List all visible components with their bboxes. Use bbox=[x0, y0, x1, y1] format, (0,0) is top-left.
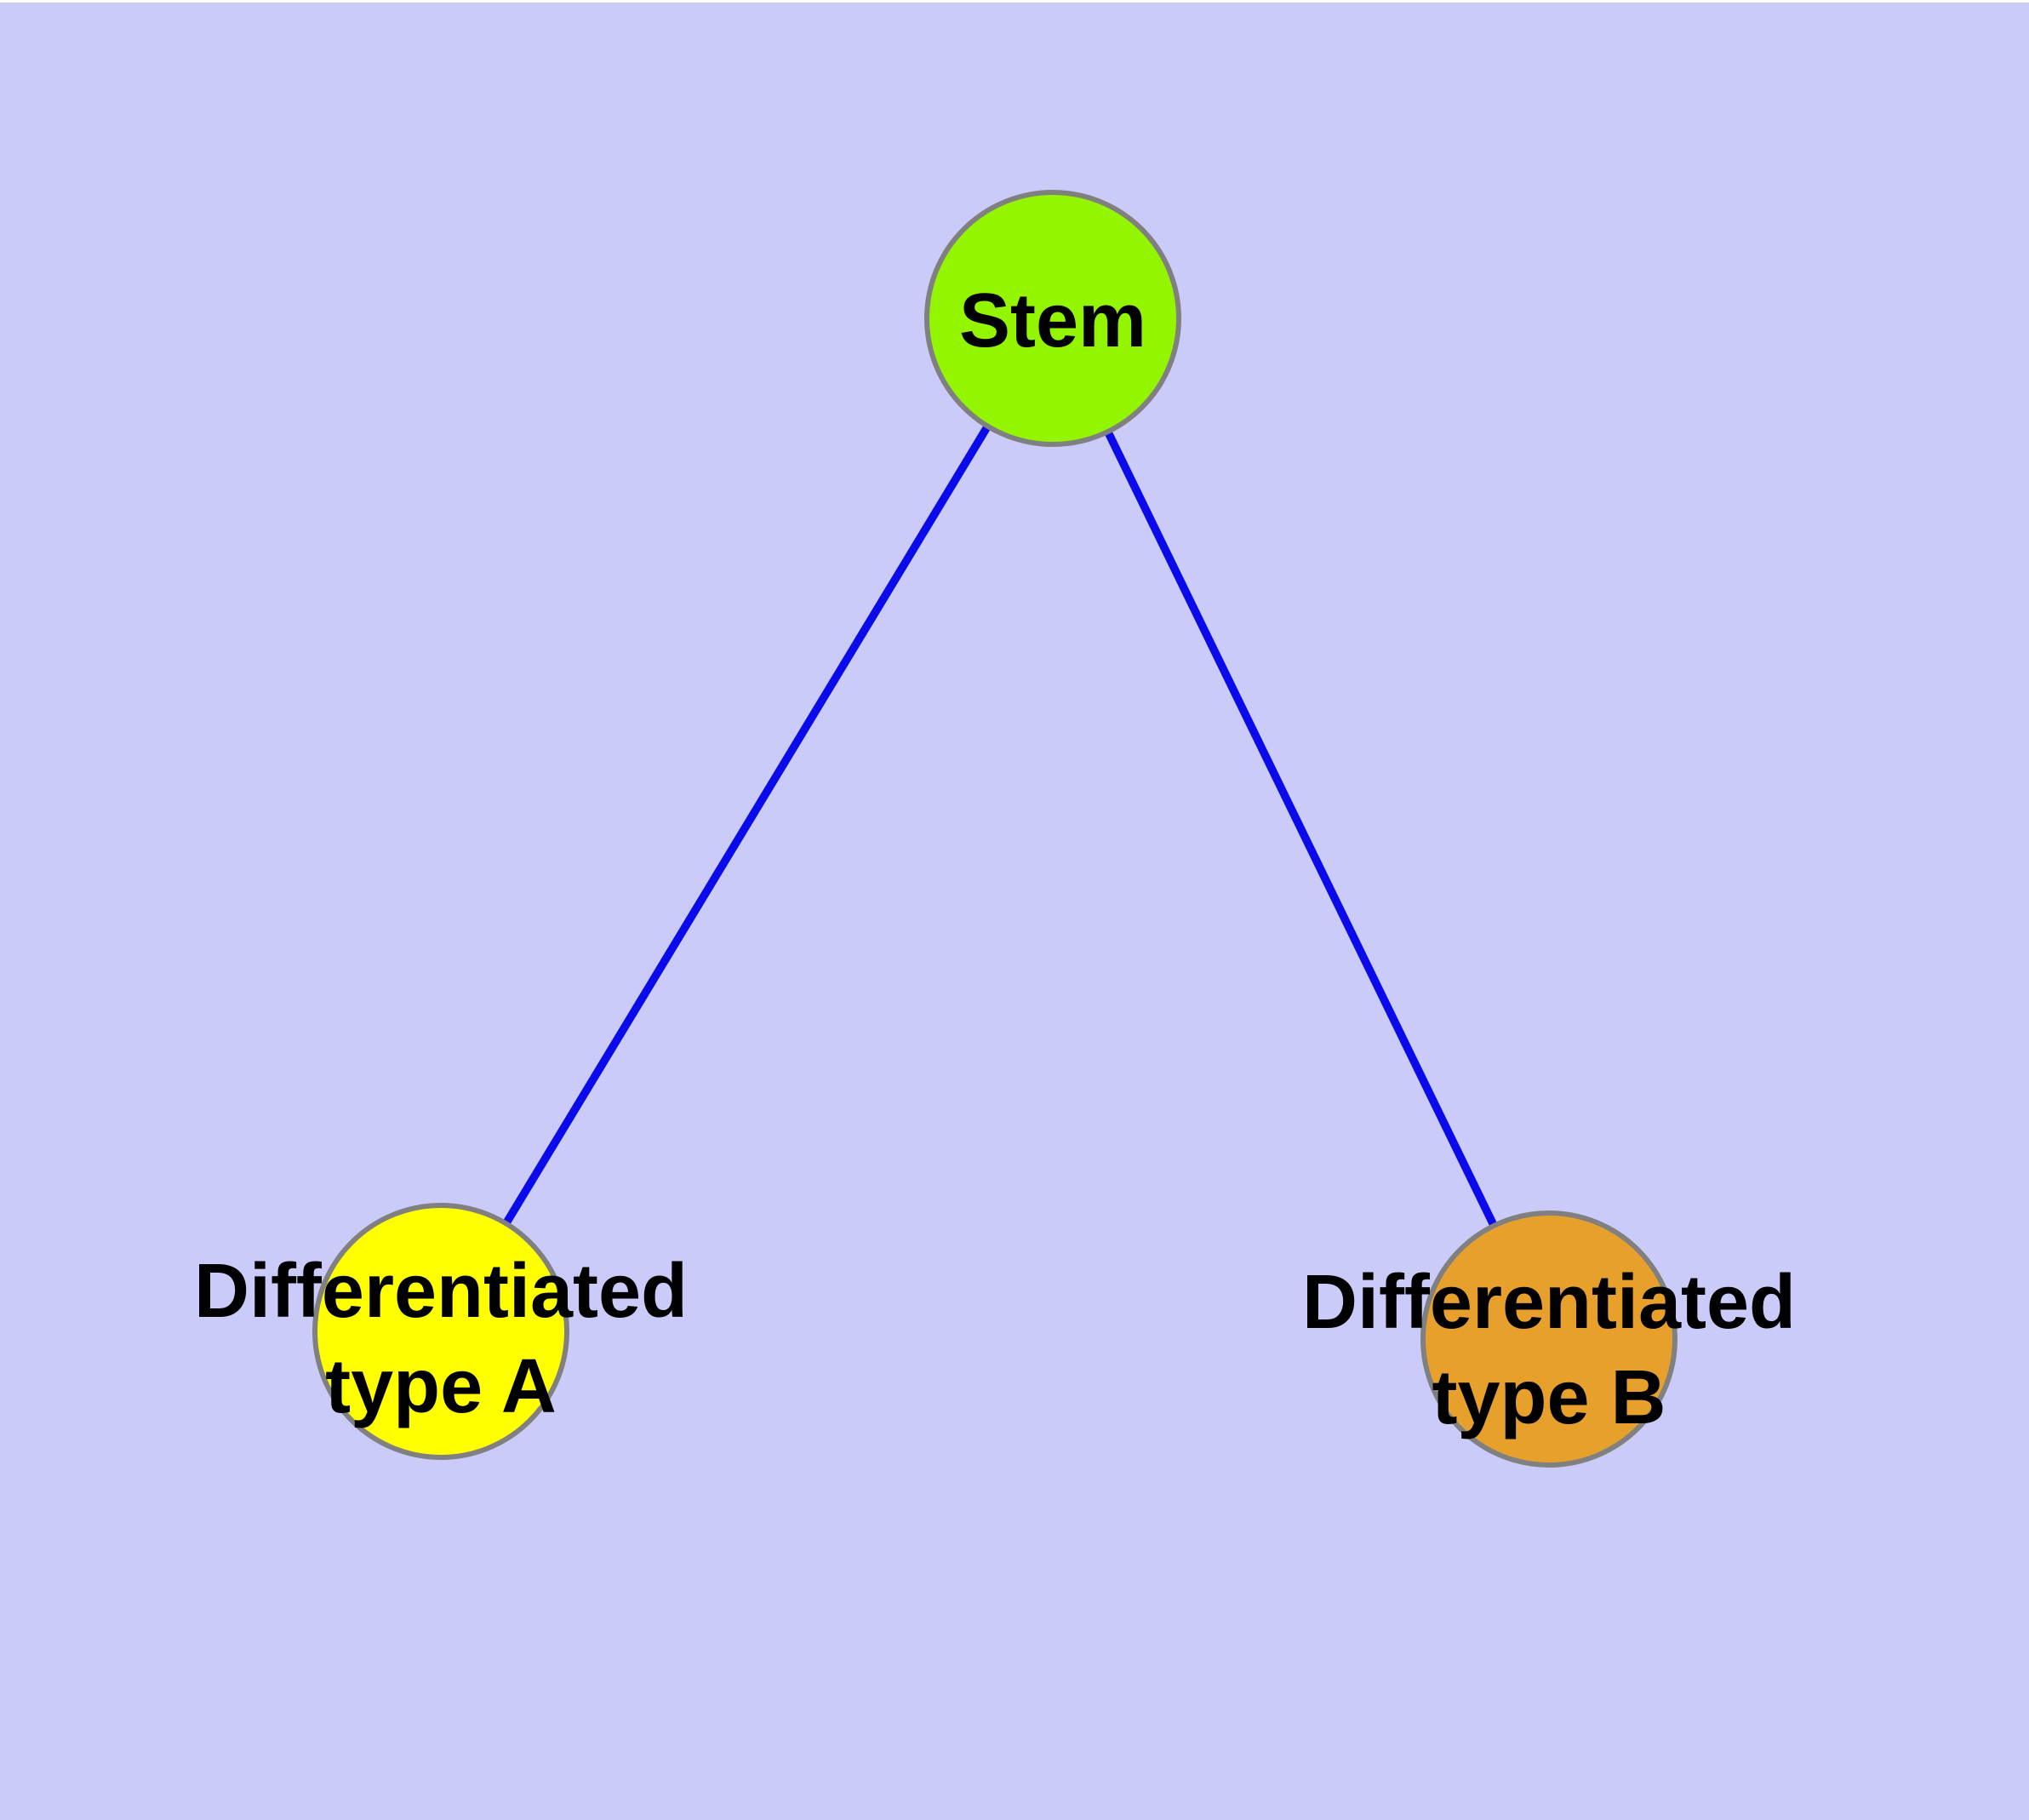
top-strip bbox=[0, 0, 2029, 3]
edge-stem-diff-a bbox=[437, 316, 1057, 1334]
node-label-stem: Stem bbox=[959, 278, 1146, 363]
node-diff-b bbox=[1420, 1210, 1677, 1468]
node-stem bbox=[924, 190, 1181, 447]
edge-stem-diff-b bbox=[1049, 316, 1553, 1342]
node-diff-a bbox=[312, 1203, 569, 1460]
